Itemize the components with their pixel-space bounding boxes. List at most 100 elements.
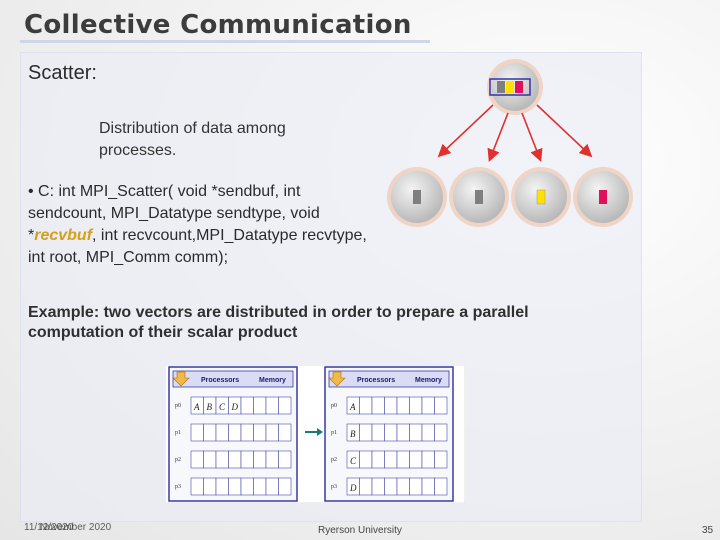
footer-date-a: 11/12/2020 bbox=[24, 522, 74, 533]
left-cell bbox=[190, 423, 204, 442]
left-cell bbox=[215, 423, 229, 442]
left-cell bbox=[240, 396, 254, 415]
right-cell bbox=[434, 477, 448, 496]
left-cell bbox=[278, 396, 292, 415]
arrow-to-p0 bbox=[437, 104, 494, 158]
right-cell bbox=[396, 450, 410, 469]
left-cell bbox=[265, 423, 279, 442]
left-row-label: p0 bbox=[175, 403, 181, 409]
right-row-label: p0 bbox=[331, 403, 337, 409]
right-cell bbox=[396, 396, 410, 415]
left-cell-value: A bbox=[193, 402, 200, 412]
right-cell bbox=[421, 423, 435, 442]
left-cell bbox=[190, 450, 204, 469]
footer-date-b: November 2020 bbox=[40, 522, 112, 533]
right-memory-label: Memory bbox=[415, 377, 442, 384]
left-cell-value: B bbox=[207, 402, 213, 412]
left-row-label: p1 bbox=[175, 430, 181, 436]
right-cell bbox=[371, 477, 385, 496]
left-cell bbox=[240, 450, 254, 469]
code-suffix: , int recvcount,MPI_Datatype recvtype, i… bbox=[28, 227, 367, 266]
right-cell bbox=[359, 477, 373, 496]
right-cell bbox=[359, 450, 373, 469]
left-memory-label: Memory bbox=[259, 377, 286, 384]
root-block-red bbox=[515, 81, 523, 93]
right-cell bbox=[371, 423, 385, 442]
scatter-diagram bbox=[387, 59, 633, 227]
right-cell bbox=[384, 423, 398, 442]
right-cell bbox=[409, 396, 423, 415]
right-cell bbox=[359, 396, 373, 415]
left-cell bbox=[253, 450, 267, 469]
leaf-node-0 bbox=[387, 167, 447, 227]
title-underline bbox=[20, 40, 430, 43]
root-node bbox=[487, 59, 543, 115]
slide-title: Collective Communication bbox=[24, 10, 412, 40]
right-cell bbox=[384, 477, 398, 496]
right-cell bbox=[371, 396, 385, 415]
leaf-node-2 bbox=[511, 167, 571, 227]
right-cell bbox=[421, 450, 435, 469]
leaf-node-1 bbox=[449, 167, 509, 227]
right-cell bbox=[409, 450, 423, 469]
transfer-arrow-head bbox=[317, 428, 323, 436]
right-cell-value: D bbox=[349, 483, 357, 493]
right-cell bbox=[421, 477, 435, 496]
right-header-bar bbox=[328, 370, 450, 388]
left-row-label: p2 bbox=[175, 457, 181, 463]
right-cell bbox=[371, 450, 385, 469]
left-header-bar bbox=[172, 370, 294, 388]
left-processors-label: Processors bbox=[201, 377, 239, 384]
right-cell-value: B bbox=[350, 429, 356, 439]
scatter-arrows bbox=[437, 104, 593, 162]
right-cell bbox=[396, 423, 410, 442]
arrow-to-p3 bbox=[536, 104, 593, 158]
left-cell bbox=[190, 477, 204, 496]
left-cell bbox=[253, 423, 267, 442]
left-row-label: p3 bbox=[175, 484, 181, 490]
section-heading: Scatter: bbox=[28, 62, 97, 84]
left-cell bbox=[215, 450, 229, 469]
right-row-label: p3 bbox=[331, 484, 337, 490]
footer-center: Ryerson University bbox=[318, 525, 402, 536]
left-cell-value: D bbox=[231, 402, 239, 412]
left-cell bbox=[203, 423, 217, 442]
c-signature: • C: int MPI_Scatter( void *sendbuf, int… bbox=[28, 181, 378, 269]
left-cell bbox=[240, 477, 254, 496]
right-cell bbox=[384, 396, 398, 415]
root-block-grey bbox=[497, 81, 505, 93]
arrow-to-p1 bbox=[487, 112, 509, 162]
code-prefix: • C: int MPI_Scatter( void *sendbuf, int… bbox=[28, 183, 320, 244]
right-cell bbox=[434, 396, 448, 415]
page-number: 35 bbox=[702, 525, 714, 536]
right-row-label: p1 bbox=[331, 430, 337, 436]
right-processors-label: Processors bbox=[357, 377, 395, 384]
left-cell bbox=[265, 477, 279, 496]
left-cell bbox=[278, 450, 292, 469]
left-cell bbox=[215, 477, 229, 496]
code-highlight: recvbuf bbox=[34, 227, 93, 244]
right-cell bbox=[409, 477, 423, 496]
arrow-to-p2 bbox=[521, 112, 543, 162]
root-block-yellow bbox=[506, 81, 514, 93]
left-cell bbox=[253, 396, 267, 415]
left-cell bbox=[203, 450, 217, 469]
right-cell-value: A bbox=[349, 402, 356, 412]
example-text: Example: two vectors are distributed in … bbox=[28, 304, 529, 341]
right-row-label: p2 bbox=[331, 457, 337, 463]
right-cell bbox=[409, 423, 423, 442]
leaf-node-3 bbox=[573, 167, 633, 227]
scatter-description: Distribution of data among processes. bbox=[99, 120, 286, 159]
right-cell bbox=[384, 450, 398, 469]
left-cell bbox=[265, 396, 279, 415]
right-cell bbox=[359, 423, 373, 442]
right-cell bbox=[421, 396, 435, 415]
right-down-arrow-icon bbox=[328, 371, 346, 387]
right-cell bbox=[396, 477, 410, 496]
right-cell bbox=[434, 423, 448, 442]
left-cell bbox=[228, 450, 242, 469]
left-cell bbox=[278, 423, 292, 442]
left-down-arrow-icon bbox=[172, 371, 190, 387]
left-cell bbox=[278, 477, 292, 496]
